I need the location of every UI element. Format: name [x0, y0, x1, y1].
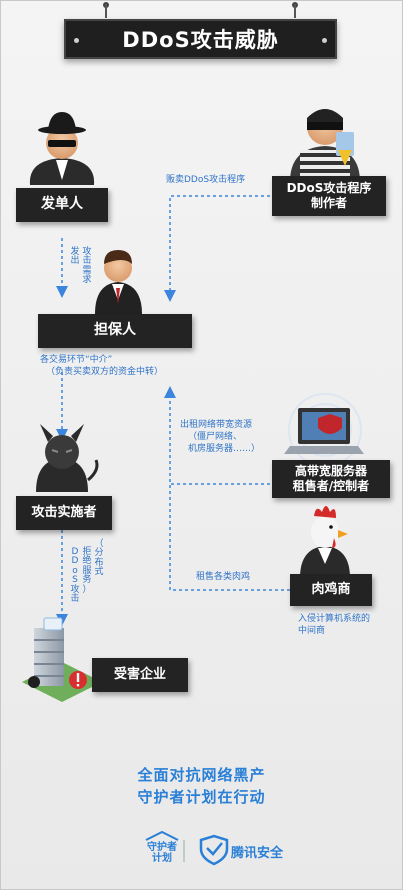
- node-server: 高带宽服务器 租售者/控制者: [272, 460, 390, 498]
- label-sell-broilers: 租售各类肉鸡: [196, 572, 251, 582]
- flow-lines: [56, 195, 290, 626]
- node-developer-label-1: DDoS攻击程序: [286, 181, 372, 195]
- label-rent-1: 出租网络带宽资源: [180, 420, 253, 430]
- slogan-line-2: 守护者计划在行动: [137, 788, 266, 806]
- label-ddos-col1: （分布式: [94, 539, 104, 578]
- label-middleman-1: 各交易环节“中介”: [40, 355, 113, 365]
- node-broiler-label: 肉鸡商: [311, 581, 351, 597]
- slogan-line-1: 全面对抗网络黑产: [137, 766, 266, 784]
- building-figure: [22, 617, 102, 702]
- hanger-string-left: [105, 4, 107, 18]
- laptop-figure: [284, 393, 364, 467]
- node-attacker-label: 攻击实施者: [31, 504, 97, 520]
- node-guarantor-label: 担保人: [94, 322, 136, 339]
- arrow-sell-broilers: [169, 484, 290, 591]
- label-ddos-col2: 拒绝服务）: [82, 547, 92, 595]
- label-rent-3: 机房服务器……）: [188, 444, 261, 454]
- node-dispatcher-label: 发单人: [41, 196, 83, 213]
- node-server-label-1: 高带宽服务器: [294, 464, 367, 478]
- arrow-sell-program: [164, 195, 270, 302]
- node-broiler: 肉鸡商: [290, 574, 372, 606]
- guardian-badge-line-1: 守护者: [147, 842, 177, 853]
- node-guarantor: 担保人: [38, 314, 192, 348]
- hanger-string-right: [294, 4, 296, 18]
- badge-roof-icon: [145, 830, 179, 841]
- guardian-badge-line-2: 计划: [152, 853, 172, 864]
- label-dispatch-col2: 攻击需求: [82, 247, 92, 286]
- businessman-figure: [95, 250, 142, 314]
- company-name: 腾讯安全: [231, 846, 284, 861]
- guardian-badge: 守护者 计划: [144, 842, 180, 864]
- label-rent-2: （僵尸网络、: [188, 432, 243, 442]
- label-dispatch-col1: 发出: [70, 247, 80, 267]
- shield-logo-icon: [199, 834, 229, 866]
- label-middleman-2: （负责买卖双方的资金中转）: [46, 367, 164, 377]
- node-developer: DDoS攻击程序 制作者: [272, 176, 386, 216]
- label-broiler-note-2: 中间商: [298, 626, 326, 636]
- node-victim: 受害企业: [92, 658, 188, 692]
- rooster-figure: [300, 506, 350, 578]
- node-attacker: 攻击实施者: [16, 496, 112, 530]
- node-server-label-2: 租售者/控制者: [292, 479, 370, 493]
- hacker-hat-figure: [29, 112, 95, 185]
- title-board: DDoS攻击威胁: [64, 19, 337, 59]
- node-dispatcher: 发单人: [16, 188, 108, 222]
- page-title: DDoS攻击威胁: [122, 28, 279, 52]
- node-developer-label-2: 制作者: [310, 196, 347, 210]
- devil-figure: [36, 424, 99, 492]
- node-victim-label: 受害企业: [113, 666, 166, 682]
- masked-thief-figure: [290, 109, 360, 182]
- label-broiler-note-1: 入侵计算机系统的: [298, 614, 371, 624]
- label-sell-program: 贩卖DDoS攻击程序: [166, 175, 246, 185]
